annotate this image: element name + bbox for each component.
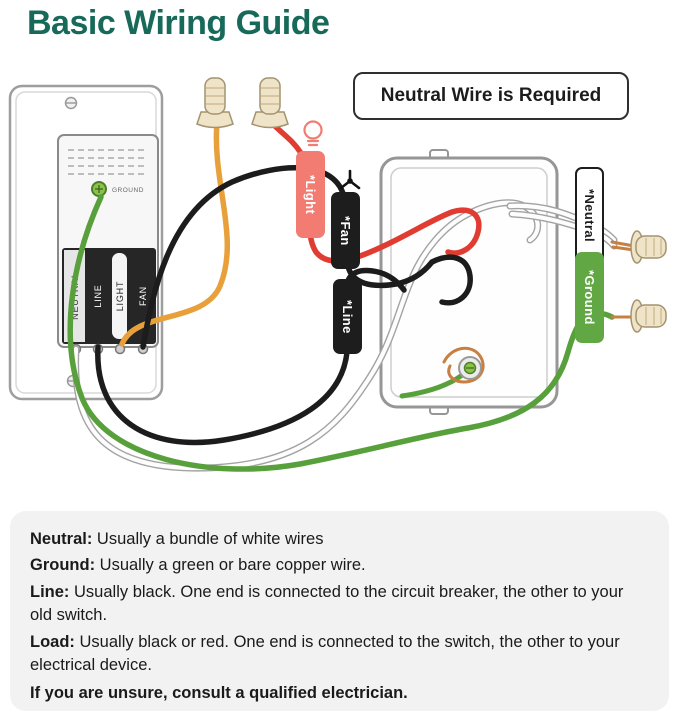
wire-nut-right-2 [630, 299, 667, 333]
light-bulb-icon [303, 120, 323, 147]
note-line: Line: Usually black. One end is connecte… [30, 581, 649, 628]
note-neutral-label: Neutral: [30, 530, 93, 548]
page-title: Basic Wiring Guide [27, 4, 330, 42]
tag-fan: *Fan [331, 192, 360, 269]
note-load: Load: Usually black or red. One end is c… [30, 631, 649, 678]
terminal-light-pill [112, 253, 127, 339]
note-neutral-text: Usually a bundle of white wires [92, 530, 324, 548]
terminal-label-light: LIGHT [115, 281, 125, 312]
switch-vents [68, 149, 148, 175]
terminal-block [62, 248, 156, 344]
note-line-text: Usually black. One end is connected to t… [30, 582, 624, 625]
notes-panel: Neutral: Usually a bundle of white wires… [10, 511, 669, 711]
note-load-label: Load: [30, 632, 75, 651]
tag-line: *Line [333, 279, 362, 354]
wire-nut-top-2 [251, 77, 289, 129]
tag-ground: *Ground [575, 252, 604, 343]
note-footer: If you are unsure, consult a qualified e… [30, 683, 408, 702]
callout-text: Neutral Wire is Required [380, 85, 602, 106]
note-ground-text: Usually a green or bare copper wire. [95, 556, 366, 575]
ceiling-fan-icon [339, 169, 361, 190]
terminal-label-fan: FAN [138, 286, 148, 306]
tag-neutral: *Neutral [575, 167, 604, 264]
note-ground-label: Ground: [30, 556, 96, 575]
terminal-label-line: LINE [93, 284, 103, 307]
wire-nut-right-1 [630, 230, 667, 264]
note-ground: Ground: Usually a green or bare copper w… [30, 554, 649, 577]
note-neutral: Neutral: Usually a bundle of white wires [30, 528, 649, 551]
note-line-label: Line: [30, 582, 70, 601]
ground-screw-label: GROUND [112, 187, 144, 194]
copper-coil-in-box [442, 346, 485, 384]
note-load-text: Usually black or red. One end is connect… [30, 632, 620, 675]
wire-nut-top-1 [196, 77, 234, 129]
neutral-required-callout: Neutral Wire is Required [353, 72, 629, 120]
tag-light: *Light [296, 151, 325, 238]
